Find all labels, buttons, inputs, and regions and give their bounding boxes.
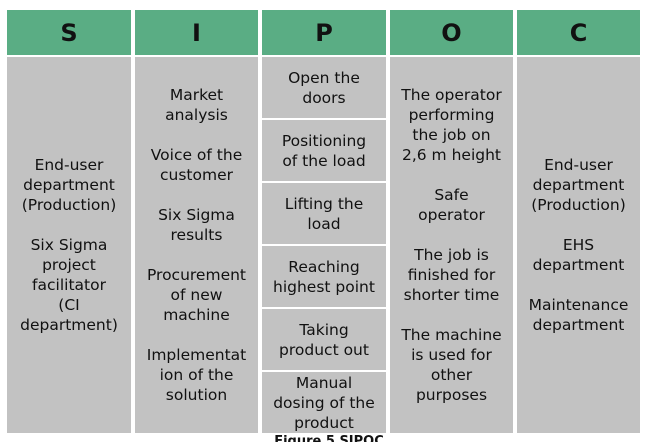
header-p: P [262, 10, 386, 55]
input-item: Market analysis [165, 86, 228, 124]
header-i: I [135, 10, 258, 55]
figure-caption: Figure 5 SIPOC [274, 434, 384, 442]
process-step: Manual dosing of the product [262, 372, 386, 433]
column-process: P Open the doors Positioning of the load… [262, 10, 386, 433]
input-item: Procurement of new machine [146, 266, 247, 324]
header-o: O [390, 10, 513, 55]
output-item: The job is finished for shorter time [403, 246, 500, 304]
process-step: Positioning of the load [262, 120, 386, 181]
outputs-cell: The operator performing the job on 2,6 m… [390, 57, 513, 433]
inputs-cell: Market analysis Voice of the customer Si… [135, 57, 258, 433]
input-item: Voice of the customer [150, 146, 243, 184]
column-outputs: O The operator performing the job on 2,6… [390, 10, 513, 433]
customer-item: Maintenance department [528, 296, 629, 334]
column-customers: C End-user department (Production) EHS d… [517, 10, 640, 433]
output-item: Safe operator [418, 186, 485, 224]
customers-cell: End-user department (Production) EHS dep… [517, 57, 640, 433]
process-step: Open the doors [262, 57, 386, 118]
suppliers-cell: End-user department (Production) Six Sig… [7, 57, 131, 433]
process-step: Lifting the load [262, 183, 386, 244]
customer-item: End-user department (Production) [531, 156, 626, 214]
process-step: Taking product out [262, 309, 386, 370]
customer-item: EHS department [532, 236, 625, 274]
supplier-item: End-user department (Production) [21, 156, 117, 214]
output-item: The machine is used for other purposes [401, 326, 502, 404]
column-suppliers: S End-user department (Production) Six S… [7, 10, 131, 433]
supplier-item: Six Sigma project facilitator (CI depart… [20, 236, 118, 334]
process-step: Reaching highest point [262, 246, 386, 307]
output-item: The operator performing the job on 2,6 m… [401, 86, 502, 164]
input-item: Six Sigma results [158, 206, 235, 244]
process-steps: Open the doors Positioning of the load L… [262, 57, 386, 433]
header-s: S [7, 10, 131, 55]
header-c: C [517, 10, 640, 55]
input-item: Implementat ion of the solution [146, 346, 247, 404]
column-inputs: I Market analysis Voice of the customer … [135, 10, 258, 433]
